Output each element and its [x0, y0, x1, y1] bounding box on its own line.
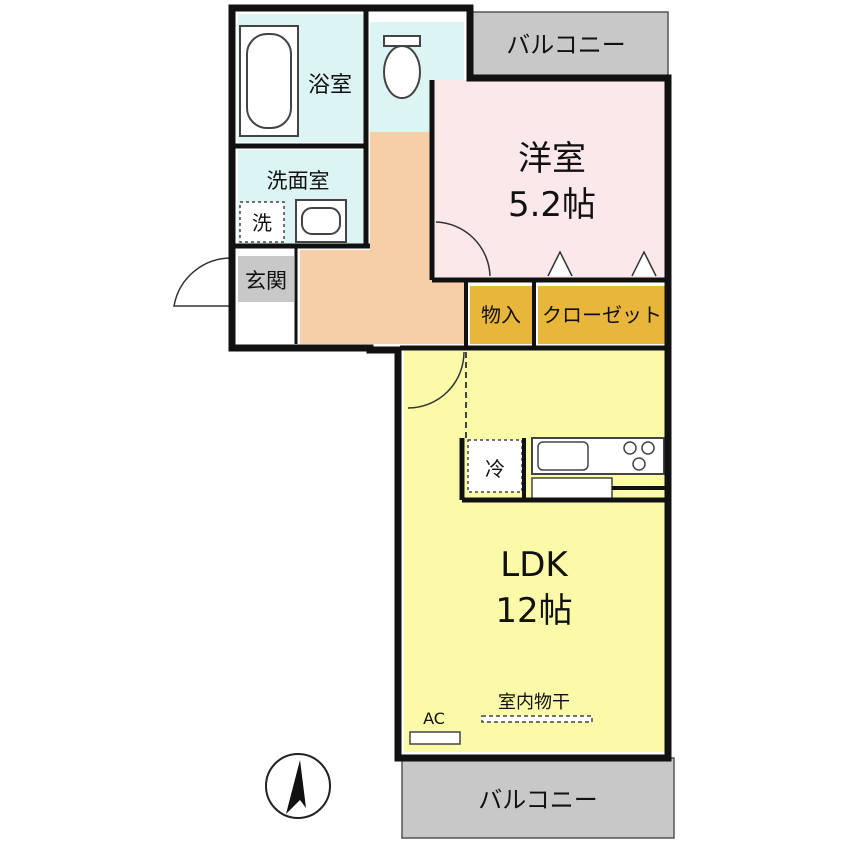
- storage-label: 物入: [481, 303, 521, 327]
- washroom-label: 洗面室: [267, 169, 330, 193]
- ldk-name: LDK: [500, 545, 569, 585]
- washer-label: 洗: [252, 211, 272, 235]
- hallway: [300, 132, 464, 344]
- western-room-size: 5.2帖: [508, 185, 596, 225]
- entrance-label-box: [238, 256, 294, 302]
- kitchen-sink: [537, 441, 589, 471]
- balcony-bottom: [401, 757, 675, 839]
- closet: [538, 286, 666, 344]
- entrance-label: 玄関: [245, 269, 287, 293]
- indoor-drying-rail: [481, 715, 593, 723]
- stove-burner-2: [641, 441, 655, 455]
- stove-burner-1: [623, 441, 637, 455]
- kitchen-counter-lower: [531, 477, 613, 501]
- ac-label: AC: [423, 709, 445, 728]
- ac-unit: [409, 731, 461, 745]
- washer-space: [239, 201, 285, 243]
- ldk: [404, 350, 666, 752]
- closet-door-left: [547, 250, 573, 277]
- wash-basin-bowl: [301, 207, 341, 235]
- storage: [470, 286, 532, 344]
- western-room: [434, 80, 668, 278]
- ldk-door-swing: [407, 351, 465, 409]
- balcony-top-label: バルコニー: [506, 31, 626, 59]
- bathtub-inner: [246, 33, 292, 129]
- western-room-name: 洋室: [518, 139, 586, 179]
- bathroom-label: 浴室: [308, 73, 352, 98]
- toilet-bowl: [383, 45, 421, 99]
- walls: [228, 4, 672, 762]
- indoor-drying-label: 室内物干: [498, 692, 570, 713]
- entrance-door-swing: [173, 257, 233, 307]
- closet-label: クローゼット: [542, 303, 662, 327]
- ldk-size: 12帖: [495, 591, 572, 631]
- compass-arrow: [286, 760, 306, 814]
- balcony-top: [471, 11, 669, 77]
- western-room-door-swing: [435, 221, 491, 277]
- closet-door-right: [631, 250, 657, 277]
- balcony-bottom-label: バルコニー: [478, 786, 598, 814]
- fridge-label: 冷: [485, 457, 505, 481]
- stove-burner-3: [632, 457, 646, 471]
- toilet-tank: [383, 35, 421, 47]
